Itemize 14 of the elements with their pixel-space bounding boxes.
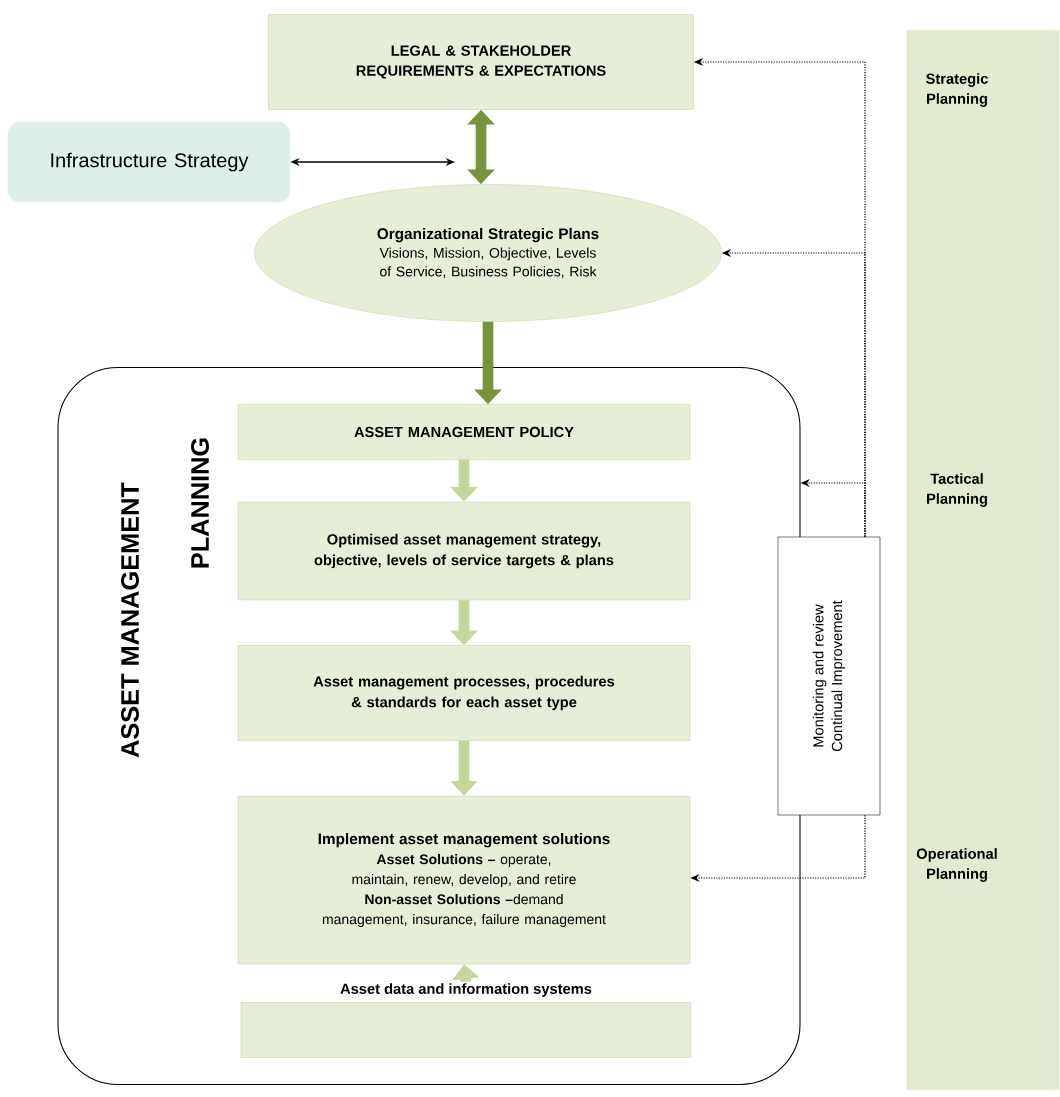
process-box: Asset management processes, procedures & standards for each asset type [237, 645, 691, 741]
process-box: Implement asset management solutions Asset Solutions – operate, maintain, renew, develop, and retire Non-asset Solutions –demand management, insurance, failure management [237, 795, 691, 965]
data-box: Asset data and information systems [240, 983, 692, 1058]
process-box: ASSET MANAGEMENT POLICY [237, 404, 691, 460]
frame-title: ASSET MANAGEMENT [121, 482, 139, 758]
node-label: Asset data and information systems [340, 983, 592, 997]
frame-title: PLANNING [191, 438, 209, 568]
band-label: Operational Planning [916, 848, 997, 882]
process-box: Optimised asset management strategy, objective, levels of service targets & plans [237, 501, 691, 601]
band-label: Tactical Planning [927, 473, 987, 507]
review-box: Monitoring and review Continual Improvement [777, 536, 881, 816]
strategy-box: Infrastructure Strategy [7, 121, 291, 203]
requirements-box: LEGAL & STAKEHOLDER REQUIREMENTS & EXPECTATIONS [268, 14, 694, 110]
band-label: Strategic Planning [926, 73, 988, 107]
